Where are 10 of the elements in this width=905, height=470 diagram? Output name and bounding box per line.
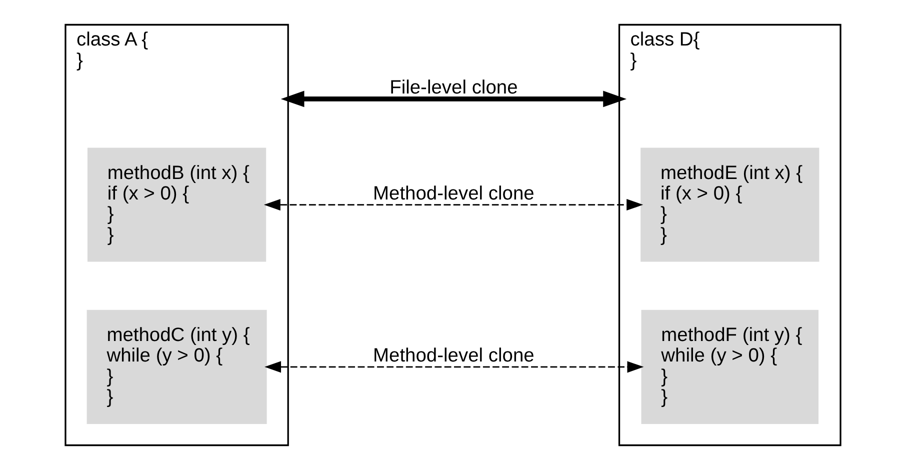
edge-label: Method-level clone (372, 184, 534, 205)
node-box: methodC (int y) { while (y > 0) { } } (86, 310, 266, 424)
node-box: methodE (int x) { if (x > 0) { } } (640, 148, 819, 262)
node-box: methodF (int y) { while (y > 0) { } } (640, 310, 818, 424)
arrow (280, 90, 626, 108)
node-box: methodB (int x) { if (x > 0) { } } (86, 148, 266, 262)
arrow (264, 361, 644, 373)
arrow (263, 199, 643, 211)
edge-label: Method-level clone (372, 346, 534, 367)
edge-label: File-level clone (389, 78, 518, 99)
